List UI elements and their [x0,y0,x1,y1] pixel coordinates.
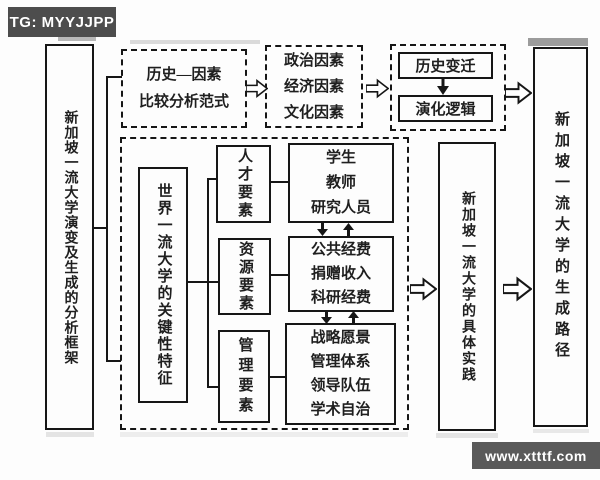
framework-label: 新加坡一流大学演变及生成的分析框架 [62,109,78,365]
connector-spine-left [106,76,108,362]
resource-item-research-funds: 科研经费 [310,290,371,306]
down-arrow-icon [436,78,450,95]
flow-arrow-practice-to-path-icon [503,275,532,303]
framework-box: 新加坡一流大学演变及生成的分析框架 [45,44,94,430]
factor-economic: 经济因素 [283,78,344,95]
down-arrow-icon [317,223,328,236]
resource-element-label: 资源要素 [237,240,253,313]
connector-spine-to-container [106,360,121,362]
connector-management-to-items [270,376,286,378]
management-element-label: 管理要素 [236,336,253,417]
connector-features-to-resource [188,281,218,283]
connector-spine-inner [207,179,209,388]
connector-resource-to-items [271,274,288,276]
paradigm-line-2: 比较分析范式 [138,93,229,110]
talent-item-teachers: 教师 [325,174,356,191]
resource-items-box: 公共经费 捐赠收入 科研经费 [288,236,394,312]
scan-artifact [528,38,588,46]
factors-box: 政治因素 经济因素 文化因素 [265,45,363,128]
key-features-container [120,137,409,430]
resource-item-donations: 捐赠收入 [310,266,371,282]
paradigm-line-1: 历史—因素 [146,66,222,83]
history-change-box: 历史变迁 [398,52,493,79]
talent-element-box: 人才要素 [216,145,271,223]
flow-arrow-factors-to-evolution-icon [366,76,389,101]
management-item-autonomy: 学术自治 [310,402,371,418]
telegram-watermark-badge: TG: MYYJJPP [8,7,116,37]
path-box: 新加坡一流大学的生成路径 [533,47,588,427]
connector-spine-to-talent [207,178,218,180]
scan-artifact [130,40,260,44]
factor-political: 政治因素 [283,52,344,69]
flow-arrow-paradigm-to-factors-icon [246,76,268,101]
key-features-box: 世界一流大学的关键性特征 [138,167,188,403]
scan-artifact [58,36,96,41]
factor-cultural: 文化因素 [283,104,344,121]
scan-artifact [533,429,589,433]
talent-item-students: 学生 [325,149,356,166]
resource-element-box: 资源要素 [218,238,271,315]
management-items-box: 战略愿景 管理体系 领导队伍 学术自治 [285,323,396,425]
connector-talent-to-items [271,181,288,183]
flow-arrow-features-to-practice-icon [410,275,437,303]
connector-spine-to-management [207,386,219,388]
evolution-container [390,44,506,131]
scan-artifact [46,432,94,437]
evolution-logic-box: 演化逻辑 [398,95,493,122]
history-change-label: 历史变迁 [415,59,476,75]
scan-artifact [120,432,408,437]
evolution-logic-label: 演化逻辑 [415,102,476,118]
paradigm-box: 历史—因素 比较分析范式 [121,49,247,128]
talent-items-box: 学生 教师 研究人员 [288,143,394,223]
flow-arrow-evolution-to-path-icon [505,80,532,106]
website-watermark-badge: www.xtttf.com [472,442,600,469]
down-arrow-icon [321,311,332,324]
management-item-leadership: 领导队伍 [310,378,371,394]
management-item-vision: 战略愿景 [310,330,371,346]
management-item-system: 管理体系 [310,354,371,370]
key-features-label: 世界一流大学的关键性特征 [155,183,172,387]
up-arrow-icon [343,223,354,236]
resource-item-public-funds: 公共经费 [310,242,371,258]
talent-item-researchers: 研究人员 [310,199,371,216]
path-label: 新加坡一流大学的生成路径 [553,111,569,363]
connector-spine-to-paradigm [106,76,122,78]
management-element-box: 管理要素 [218,330,270,423]
connector-framework-to-spine [94,227,107,229]
practice-box: 新加坡一流大学的具体实践 [438,142,496,431]
scan-artifact [436,433,498,438]
practice-label: 新加坡一流大学的具体实践 [460,190,475,383]
talent-element-label: 人才要素 [236,148,252,220]
up-arrow-icon [348,311,359,324]
